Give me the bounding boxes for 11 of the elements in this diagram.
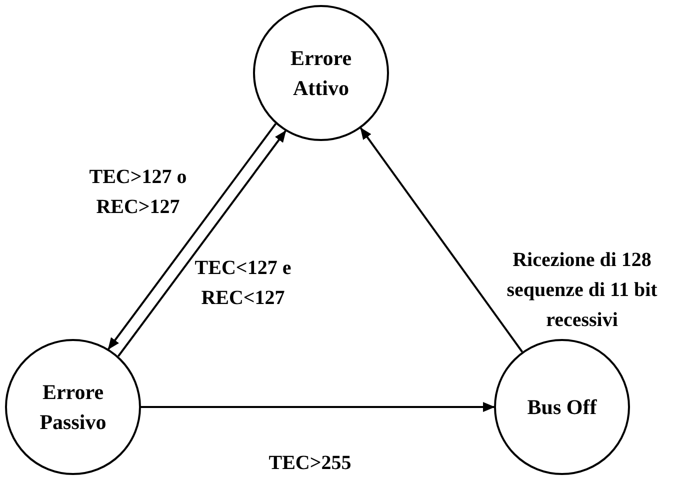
edge-label: TEC>127 o REC>127 [88, 165, 188, 220]
state-label: Bus Off [526, 394, 598, 421]
transition-arrow [141, 402, 495, 412]
state-label: Errore Attivo [289, 44, 353, 102]
transition-arrow [108, 123, 277, 350]
edge-label: TEC<127 e REC<127 [194, 256, 292, 311]
edge-label: Ricezione di 128 sequenze di 11 bit recessivi [506, 248, 658, 333]
transition-arrow [117, 130, 286, 357]
state-label: Errore Passivo [38, 378, 108, 436]
edge-label: TEC>255 [268, 451, 352, 476]
transition-arrow [360, 127, 524, 352]
